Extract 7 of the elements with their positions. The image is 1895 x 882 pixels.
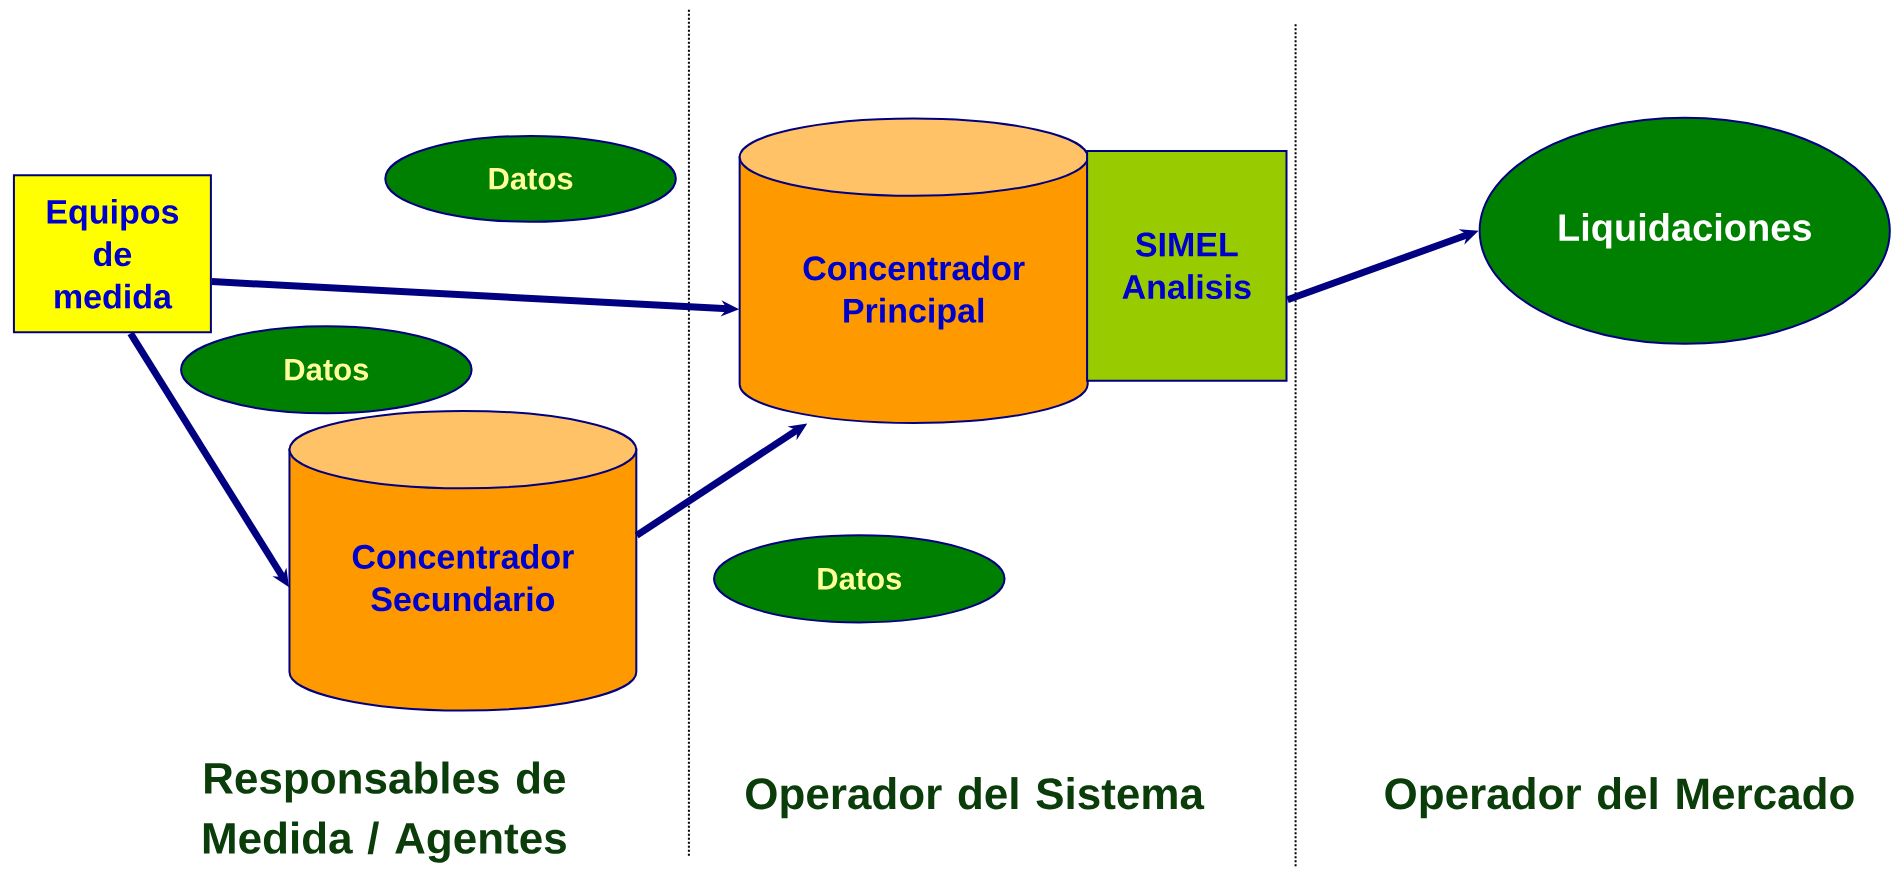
- database-cylinder: Concentrador Principal: [738, 117, 1089, 424]
- database-cylinder: Concentrador Secundario: [288, 409, 638, 712]
- section-label: Operador del Mercado: [1385, 777, 1854, 818]
- section-label: Operador del Sistema: [746, 777, 1205, 818]
- section-label: Responsables de Medida / Agentes: [203, 761, 566, 863]
- process-box: SIMEL Analisis: [1086, 149, 1288, 382]
- process-box: Equipos de medida: [12, 174, 212, 334]
